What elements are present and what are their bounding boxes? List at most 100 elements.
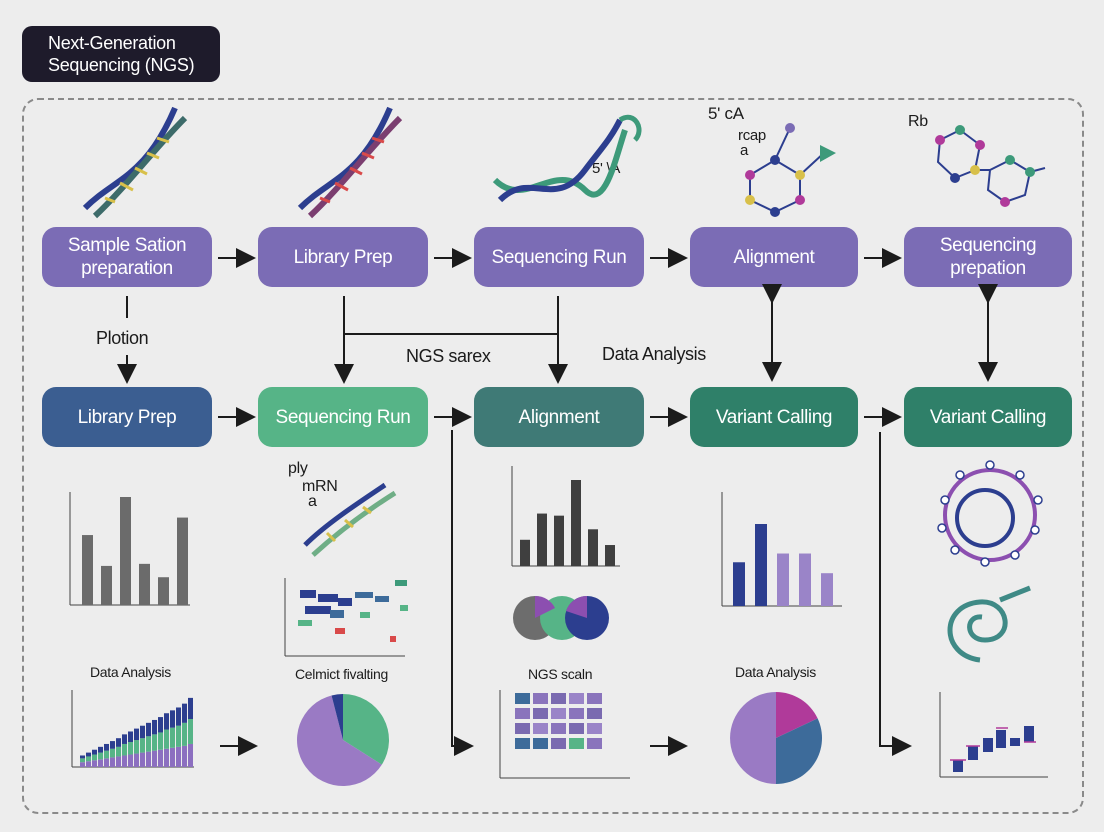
- l-arrow-left: [451, 430, 474, 756]
- stacked-bar-segment: [134, 728, 139, 741]
- pie-slice: [297, 695, 382, 787]
- stacked-bar-segment: [80, 758, 85, 763]
- box-plot-chart: [939, 692, 1048, 778]
- stacked-bar-segment: [110, 748, 115, 758]
- stacked-bar-segment: [104, 743, 109, 751]
- dna-helix-icon: [303, 482, 397, 557]
- stacked-bar-segment: [116, 738, 121, 747]
- stacked-bar-segment: [152, 719, 157, 735]
- heatmap-cell: [587, 708, 602, 719]
- ply-annotation: ply: [288, 460, 308, 477]
- heatmap-cell: [551, 693, 566, 704]
- ply-a-annotation: a: [308, 493, 317, 510]
- mrn-annotation: mRN: [302, 478, 338, 495]
- donut-trio: [513, 595, 609, 640]
- stacked-bar-segment: [170, 710, 175, 728]
- stacked-bar-segment: [152, 750, 157, 767]
- bar: [733, 562, 745, 606]
- stacked-bar-segment: [188, 743, 193, 767]
- heatmap-cell: [551, 723, 566, 734]
- pie-chart-1: [297, 694, 389, 787]
- node-label: Variant Calling: [929, 406, 1047, 428]
- node-label: Library Prep: [77, 406, 177, 428]
- stacked-bar-segment: [176, 707, 181, 726]
- node-label: Library Prep: [293, 246, 393, 268]
- stacked-bar-segment: [92, 754, 97, 761]
- bar: [821, 573, 833, 606]
- diagram-title: Next-Generation Sequencing (NGS): [22, 26, 220, 82]
- pie-slice: [343, 694, 389, 765]
- heatmap-cell: [515, 723, 530, 734]
- stacked-bar-segment: [122, 755, 127, 767]
- bar: [799, 553, 811, 606]
- pie-slice: [730, 692, 776, 784]
- node-label: Sequencing prepation: [939, 235, 1037, 279]
- stacked-bar-segment: [98, 746, 103, 753]
- stacked-bar-segment: [182, 745, 187, 767]
- stacked-bar-segment: [152, 734, 157, 751]
- dna-helix-icon: [82, 106, 188, 219]
- heatmap-grid-2: [499, 690, 630, 779]
- ngs-sarex-label: NGS sarex: [406, 346, 491, 366]
- stacked-bar-segment: [92, 760, 97, 767]
- stacked-bar-segment: [182, 722, 187, 746]
- dna-helix-icon: [492, 115, 642, 203]
- stacked-bar-segment: [116, 746, 121, 757]
- heatmap-cell: [569, 693, 584, 704]
- bar: [537, 513, 547, 566]
- heatmap-cell: [587, 723, 602, 734]
- molecule-annotation-a: a: [740, 142, 749, 159]
- node-variant-calling-2: Variant Calling: [904, 387, 1072, 447]
- stacked-bar-segment: [110, 741, 115, 749]
- heatmap-cell: [569, 738, 584, 749]
- bar: [588, 529, 598, 566]
- stacked-bar-segment: [176, 725, 181, 747]
- spiral-icon: [947, 585, 1031, 663]
- node-sample-preparation: Sample Sation preparation: [42, 227, 212, 287]
- heatmap-cell: [587, 738, 602, 749]
- heatmap-cell: [515, 708, 530, 719]
- heatmap-cell: [569, 723, 584, 734]
- pie-chart-2: [730, 692, 822, 784]
- molecule-annotation-rcap: rcap: [738, 127, 766, 144]
- stacked-bar-segment: [164, 748, 169, 767]
- heatmap-cell: [533, 693, 548, 704]
- bar-chart-2: [511, 466, 620, 567]
- title-line-1: Next-Generation: [48, 33, 176, 53]
- bar: [82, 535, 93, 605]
- node-label: Alignment: [733, 246, 815, 268]
- workflow-frame: [22, 98, 1084, 814]
- bar: [120, 497, 131, 605]
- bar-chart-1: [69, 492, 190, 606]
- stacked-bar-segment: [134, 740, 139, 754]
- pie-slice: [776, 692, 818, 738]
- node-label: Alignment: [518, 406, 600, 428]
- molecule-nodes: [745, 123, 805, 217]
- node-label: Sequencing Run: [275, 406, 411, 428]
- stacked-bar-segment: [116, 756, 121, 767]
- stacked-bar-segment: [140, 738, 145, 753]
- stacked-bar-segment: [80, 762, 85, 767]
- stacked-bar-segment: [158, 749, 163, 767]
- stacked-bar-segment: [188, 719, 193, 744]
- celmict-label: Celmict fivalting: [295, 666, 388, 682]
- stacked-bar-segment: [134, 753, 139, 767]
- bar: [571, 480, 581, 566]
- heatmap-cell: [569, 708, 584, 719]
- play-triangle-icon: [820, 145, 836, 162]
- l-arrow-right: [879, 432, 912, 756]
- node-label: Sequencing Run: [491, 246, 627, 268]
- stacked-bar-segment: [98, 759, 103, 767]
- bar: [605, 545, 615, 566]
- stacked-bar-segment: [104, 758, 109, 767]
- stacked-bar-segment: [86, 752, 91, 757]
- stacked-bar-segment: [122, 743, 127, 756]
- node-label: Variant Calling: [715, 406, 833, 428]
- stacked-bar-segment: [188, 697, 193, 719]
- stacked-bar-segment: [140, 752, 145, 767]
- bar: [554, 515, 564, 566]
- heatmap-cell: [515, 738, 530, 749]
- bar: [755, 524, 767, 606]
- stacked-bar-segment: [86, 761, 91, 767]
